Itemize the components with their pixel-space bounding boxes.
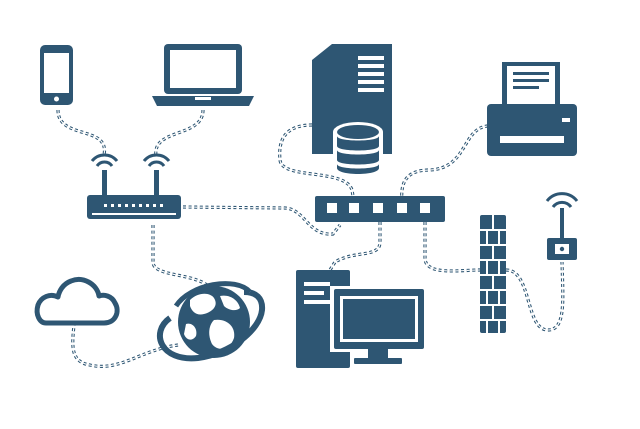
link-laptop-router [154,109,205,157]
cloud-icon [34,277,120,326]
network-switch-icon [315,196,445,222]
wireless-access-point-icon [545,192,579,260]
globe-icon [157,281,266,362]
database-icon [333,122,383,180]
link-router-internet [151,225,214,292]
link-printer-switch [400,124,489,203]
link-router-switch [182,205,342,236]
printer-icon [487,62,577,156]
link-firewall-accesspoint [505,261,565,332]
link-server-switch [278,123,356,203]
wifi-router-icon [87,153,181,219]
desktop-computer-icon [296,270,426,368]
firewall-brick-icon [480,215,506,333]
firewall-mortar [480,215,506,333]
smartphone-icon [40,45,73,105]
link-switch-desktop [328,222,382,271]
globe-continents [184,293,240,349]
link-smartphone-router [56,109,106,156]
laptop-icon [152,44,254,106]
router-led-row [104,204,163,207]
link-internet-cloud [71,324,179,368]
connections [56,109,565,368]
link-switch-firewall [423,222,481,273]
